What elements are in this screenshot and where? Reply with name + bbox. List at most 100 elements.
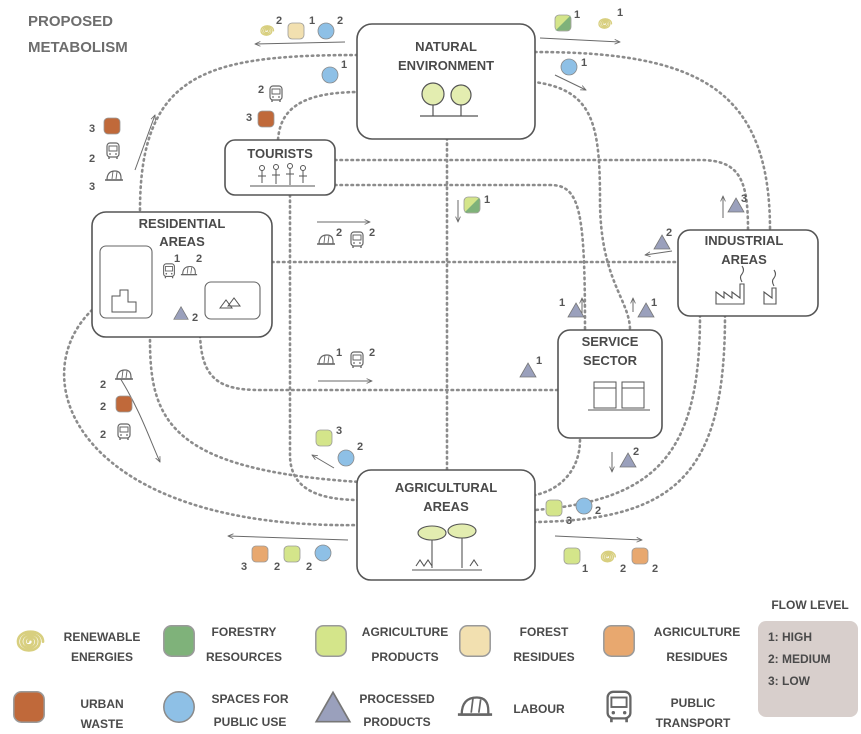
flow-level-low: 3: LOW <box>768 674 811 688</box>
flow-level: 2 <box>276 15 282 27</box>
node-agricultural-areas[interactable]: AGRICULTURAL AREAS <box>356 469 536 581</box>
flow-level: 2 <box>336 227 342 239</box>
legend-label-2: RESOURCES <box>206 650 282 664</box>
legend-item-agriculture-residues: AGRICULTURE RESIDUES <box>603 625 740 664</box>
legend-label-2: RESIDUES <box>513 650 574 664</box>
public-transport-icon <box>350 351 364 369</box>
forestry-resources-icon <box>163 625 195 657</box>
renewable-energies-icon <box>598 18 613 29</box>
people-icon <box>250 163 315 187</box>
labour-icon <box>104 170 124 181</box>
service-sector-label-2: SECTOR <box>583 353 638 368</box>
residential-areas-label-1: RESIDENTIAL <box>139 216 226 231</box>
flow-level: 3 <box>741 193 747 205</box>
buildings-icon <box>111 289 241 313</box>
natural-environment-label-2: ENVIRONMENT <box>398 58 494 73</box>
processed-products-icon <box>519 362 537 378</box>
flow-level: 2 <box>369 347 375 359</box>
trees-icon <box>420 82 478 117</box>
flow-level: 2 <box>652 563 658 575</box>
agricultural-areas-label-1: AGRICULTURAL <box>395 480 497 495</box>
spaces-public-use-icon <box>575 497 593 515</box>
legend-label-1: AGRICULTURE <box>362 625 448 639</box>
public-transport-icon <box>117 423 131 441</box>
flow-level: 1 <box>341 59 347 71</box>
legend-label-1: FOREST <box>520 625 569 639</box>
flow-level: 3 <box>336 425 342 437</box>
industrial-areas-box <box>677 229 819 317</box>
route-tourists-svc <box>333 183 587 332</box>
renewable-energies-icon <box>600 550 616 563</box>
service-sector-box <box>557 329 663 439</box>
urban-waste-icon <box>257 110 275 128</box>
legend-item-urban-waste: URBAN WASTE <box>13 691 124 731</box>
flow-level: 3 <box>89 123 95 135</box>
legend-label-1: RENEWABLE <box>64 630 141 644</box>
legend-item-agriculture-products: AGRICULTURE PRODUCTS <box>315 625 448 664</box>
shops-icon <box>588 381 650 411</box>
flow-level: 1 <box>174 253 180 265</box>
flow-level-title: FLOW LEVEL <box>771 598 848 612</box>
flow-level-box <box>758 621 858 717</box>
flow-level: 2 <box>666 227 672 239</box>
legend-label: LABOUR <box>513 702 565 716</box>
legend-item-processed-products: PROCESSED PRODUCTS <box>315 691 435 729</box>
agriculture-products-icon <box>545 499 563 517</box>
residential-zone-right <box>204 281 261 320</box>
forest-residues-icon <box>287 22 305 40</box>
route-right-outer <box>533 313 727 524</box>
legend-item-forest-residues: FOREST RESIDUES <box>459 625 575 664</box>
node-service-sector[interactable]: SERVICE SECTOR <box>557 329 663 439</box>
node-tourists[interactable]: TOURISTS <box>224 139 336 196</box>
agriculture-residues-icon <box>631 547 649 565</box>
agricultural-areas-box <box>356 469 536 581</box>
legend-label-1: URBAN <box>80 697 123 711</box>
route-res-agri <box>148 338 362 484</box>
service-sector-label-1: SERVICE <box>582 334 639 349</box>
legend-item-renewable-energies: RENEWABLE ENERGIES <box>16 630 141 664</box>
flow-level: 1 <box>484 194 490 206</box>
spaces-public-use-icon <box>314 544 332 562</box>
public-transport-icon <box>350 231 364 249</box>
flow-level: 1 <box>581 57 587 69</box>
processed-products-icon <box>315 691 351 723</box>
public-transport-icon <box>606 690 632 724</box>
legend-label-2: PUBLIC USE <box>214 715 287 729</box>
natural-environment-box <box>356 23 536 140</box>
spaces-public-use-icon <box>317 22 335 40</box>
node-industrial-areas[interactable]: INDUSTRIAL AREAS <box>677 229 819 317</box>
flow-level: 3 <box>246 112 252 124</box>
flow-level: 1 <box>336 347 342 359</box>
tourists-label: TOURISTS <box>247 146 313 161</box>
labour-icon <box>456 696 494 716</box>
flow-level: 1 <box>582 563 588 575</box>
legend-item-labour: LABOUR <box>456 696 565 716</box>
node-natural-environment[interactable]: NATURAL ENVIRONMENT <box>356 23 536 140</box>
legend-label-1: SPACES FOR <box>211 692 288 706</box>
residential-zone-left <box>99 245 153 319</box>
legend-label-1: AGRICULTURE <box>654 625 740 639</box>
diagram-title-line1: PROPOSED <box>28 13 113 30</box>
flow-level: 2 <box>196 253 202 265</box>
residential-areas-label-2: AREAS <box>159 234 205 249</box>
flow-level: 2 <box>306 561 312 573</box>
public-transport-icon <box>162 263 176 279</box>
industrial-areas-label-1: INDUSTRIAL <box>705 233 784 248</box>
spaces-public-use-icon <box>163 691 195 723</box>
legend-label-2: ENERGIES <box>71 650 133 664</box>
flow-level: 1 <box>651 297 657 309</box>
flow-level: 2 <box>192 312 198 324</box>
flow-level: 2 <box>357 441 363 453</box>
flow-level: 3 <box>566 515 572 527</box>
field-trees-icon <box>412 523 482 571</box>
forestry-resources-icon <box>463 196 481 214</box>
route-res-svc <box>198 328 560 392</box>
flow-level: 1 <box>559 297 565 309</box>
flow-level: 1 <box>309 15 315 27</box>
legend-label-2: PRODUCTS <box>363 715 430 729</box>
spaces-public-use-icon <box>321 66 339 84</box>
legend-label-1: PUBLIC <box>671 696 716 710</box>
agriculture-products-icon <box>283 545 301 563</box>
flow-icons: 2 1 2 1 1 1 1 2 3 3 2 3 1 3 2 2 <box>89 7 747 575</box>
renewable-energies-icon <box>16 630 45 652</box>
